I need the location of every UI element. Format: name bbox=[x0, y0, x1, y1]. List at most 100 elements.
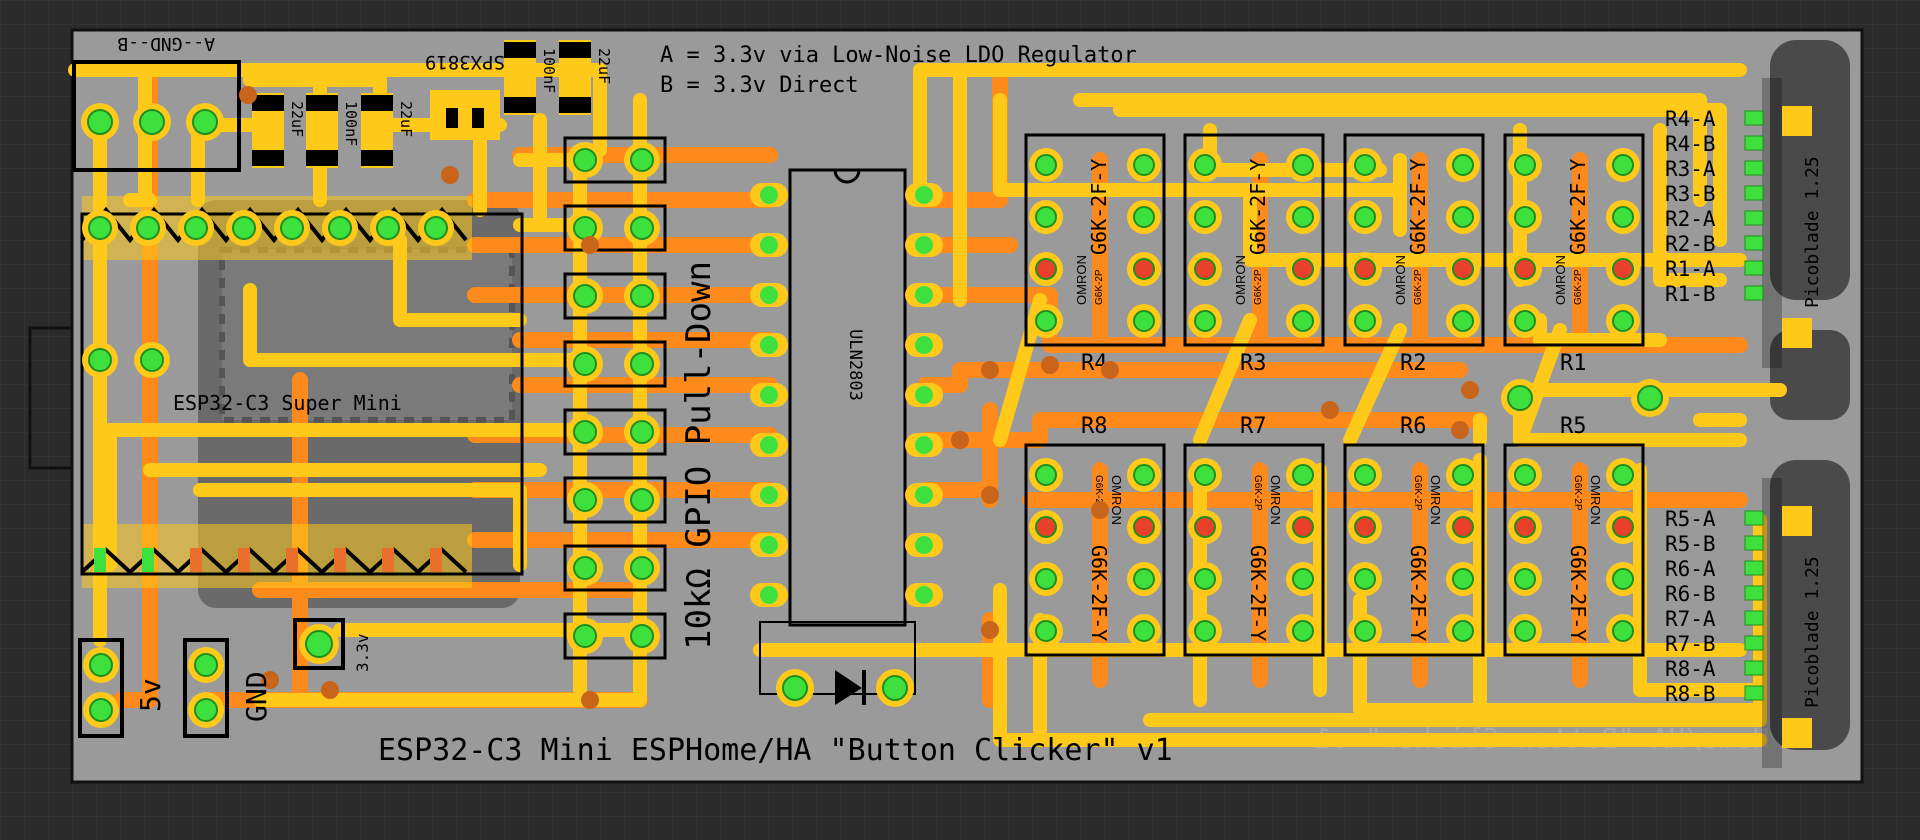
relay-pin bbox=[1292, 310, 1314, 332]
relay-pin bbox=[1194, 310, 1216, 332]
relay-pin bbox=[1194, 464, 1216, 486]
relay-brand: OMRON bbox=[1233, 255, 1248, 305]
module-bottom-pin bbox=[286, 548, 298, 572]
resistor-pad-b bbox=[630, 624, 654, 648]
connector-pin-label: R6-A bbox=[1665, 557, 1716, 581]
via bbox=[1321, 401, 1339, 419]
capacitor-pad-top bbox=[504, 42, 536, 58]
connector-mount bbox=[1782, 318, 1812, 348]
relay-id: R1 bbox=[1560, 351, 1587, 376]
relay-model: G6K-2P bbox=[1252, 475, 1263, 511]
pwr-33-label: 3.3v bbox=[353, 633, 372, 672]
connector-pin-label: R7-A bbox=[1665, 607, 1716, 631]
relay-part: G6K-2F-Y bbox=[1566, 159, 1590, 255]
relay-pin bbox=[1452, 620, 1474, 642]
module-top-pin bbox=[328, 216, 352, 240]
resistor-pad-b bbox=[630, 216, 654, 240]
relay-model: G6K-2P bbox=[1093, 475, 1104, 511]
relay-part: G6K-2F-Y bbox=[1246, 545, 1270, 641]
terminal-pad-1 bbox=[87, 109, 113, 135]
relay-pin bbox=[1194, 154, 1216, 176]
connector-pin-label: R6-B bbox=[1665, 582, 1716, 606]
relay-pin bbox=[1514, 154, 1536, 176]
module-bottom-pin bbox=[334, 548, 346, 572]
relay-pin bbox=[1194, 206, 1216, 228]
relay-model: G6K-2P bbox=[1253, 269, 1264, 305]
relay-outline bbox=[1183, 443, 1325, 657]
relay-brand: OMRON bbox=[1588, 475, 1603, 525]
via bbox=[321, 681, 339, 699]
via bbox=[951, 431, 969, 449]
resistor-pad-b bbox=[630, 148, 654, 172]
pwr-gnd-label: GND bbox=[240, 671, 273, 722]
power-pin bbox=[89, 698, 113, 722]
module-side-pin bbox=[88, 348, 112, 372]
relay-pin bbox=[1354, 310, 1376, 332]
ic-pin-left-pad bbox=[760, 536, 778, 554]
relay-id: R8 bbox=[1081, 414, 1108, 439]
relay-pin bbox=[1292, 516, 1314, 538]
relay-pin bbox=[1133, 154, 1155, 176]
via bbox=[441, 166, 459, 184]
relay-id: R3 bbox=[1240, 351, 1267, 376]
pulldown-resistors bbox=[563, 136, 667, 660]
via bbox=[581, 236, 599, 254]
capacitor-pad-bottom bbox=[361, 150, 393, 166]
connector-pin-label: R7-B bbox=[1665, 632, 1716, 656]
connector-pin-label: R5-B bbox=[1665, 532, 1716, 556]
via bbox=[1461, 381, 1479, 399]
relay-pin bbox=[1035, 516, 1057, 538]
relay-outline bbox=[1343, 443, 1485, 657]
relay-pin bbox=[1514, 258, 1536, 280]
connector-pin bbox=[1744, 510, 1764, 526]
relay-pin bbox=[1194, 620, 1216, 642]
relay-pin bbox=[1354, 620, 1376, 642]
via bbox=[981, 621, 999, 639]
resistor-pad-a bbox=[573, 216, 597, 240]
ic-pin-right-pad bbox=[915, 386, 933, 404]
relay-pin bbox=[1354, 464, 1376, 486]
relay-pin bbox=[1612, 516, 1634, 538]
connector-pin-label: R3-A bbox=[1665, 157, 1716, 181]
ic-pin-left-pad bbox=[760, 386, 778, 404]
relay-pin bbox=[1194, 258, 1216, 280]
uln2803: ULN2803 bbox=[759, 168, 916, 695]
relay-brand: OMRON bbox=[1553, 255, 1568, 305]
relay-pin bbox=[1133, 206, 1155, 228]
connector-mount bbox=[1782, 506, 1812, 536]
via bbox=[981, 486, 999, 504]
relay-pin bbox=[1035, 206, 1057, 228]
vcc-header bbox=[78, 638, 124, 738]
relay-pin bbox=[1514, 310, 1536, 332]
resistor-pad-a bbox=[573, 352, 597, 376]
resistor-outline bbox=[563, 476, 667, 524]
relay-pin bbox=[1514, 620, 1536, 642]
connector-pin bbox=[1744, 135, 1764, 151]
relay-pin bbox=[1194, 516, 1216, 538]
usb-c-outline bbox=[28, 326, 74, 470]
relay-id: R6 bbox=[1400, 414, 1427, 439]
terminal-pad-3 bbox=[192, 109, 218, 135]
resistor-outline bbox=[563, 272, 667, 320]
relay-pin bbox=[1612, 258, 1634, 280]
relay-pin bbox=[1035, 310, 1057, 332]
resistor-outline bbox=[563, 136, 667, 184]
resistor-pad-a bbox=[573, 624, 597, 648]
resistor-pad-a bbox=[573, 148, 597, 172]
relay-pin bbox=[1514, 206, 1536, 228]
capacitor-pad-top bbox=[361, 95, 393, 111]
relay-pin bbox=[1292, 568, 1314, 590]
relay-part: G6K-2F-Y bbox=[1087, 159, 1111, 255]
capacitor-pad-top bbox=[306, 95, 338, 111]
capacitor-pad-top bbox=[252, 95, 284, 111]
module-top-pin bbox=[280, 216, 304, 240]
capacitor-label: 100nF bbox=[540, 48, 558, 93]
pin-3v3 bbox=[305, 630, 333, 658]
